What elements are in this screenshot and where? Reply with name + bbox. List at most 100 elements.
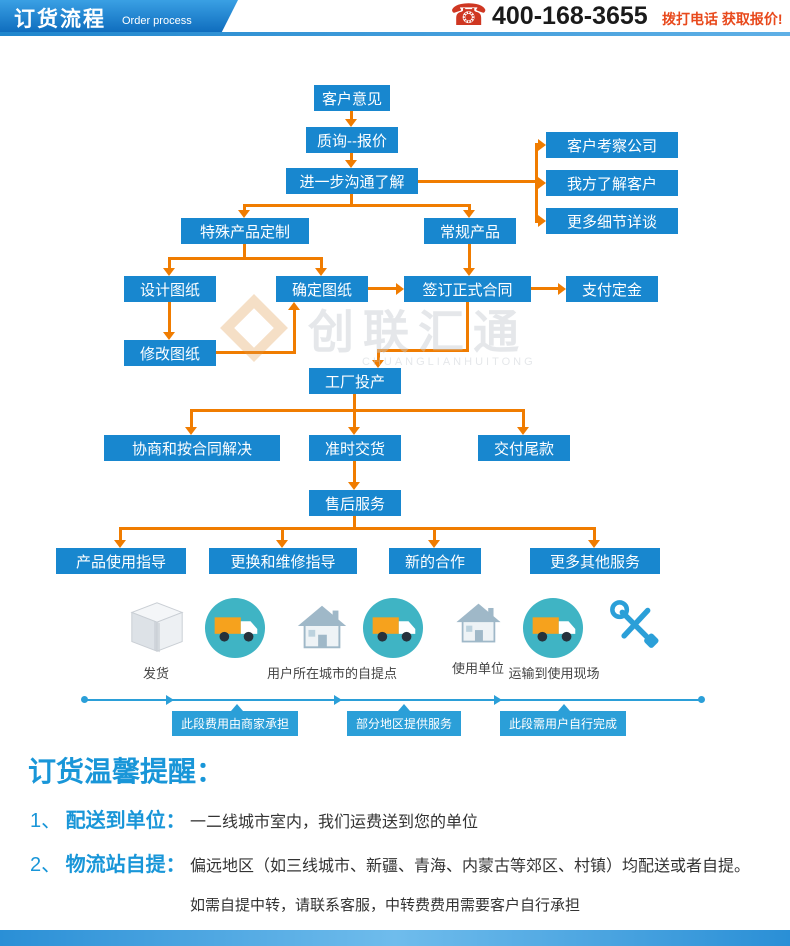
- timeline-arrow-marker: [494, 695, 502, 705]
- connector-arrowhead-down: [517, 427, 529, 435]
- connector-line: [353, 516, 356, 530]
- delivery-truck-icon: [362, 597, 424, 659]
- reminder-item-1: 1、 配送到单位： 一二线城市室内，我们运费送到您的单位: [30, 804, 478, 833]
- connector-line: [243, 204, 471, 207]
- flow-node-further-communication: 进一步沟通了解: [286, 168, 418, 194]
- pickup-house-icon: [297, 605, 347, 649]
- header-title-block: 订货流程 Order process: [0, 0, 238, 33]
- connector-line: [593, 527, 596, 540]
- connector-line: [522, 409, 525, 427]
- connector-arrowhead-down: [276, 540, 288, 548]
- timeline-arrow-marker: [166, 695, 174, 705]
- flow-node-new-cooperation: 新的合作: [389, 548, 481, 574]
- connector-arrowhead-right: [558, 283, 566, 295]
- flow-node-usage-guide: 产品使用指导: [56, 548, 186, 574]
- connector-arrowhead-down: [345, 160, 357, 168]
- connector-line: [119, 527, 122, 540]
- connector-line: [418, 180, 538, 183]
- reminder-title: 订货温馨提醒：: [28, 756, 225, 787]
- segment-label-user: 此段需用户自行完成: [500, 711, 627, 736]
- connector-arrowhead-down: [588, 540, 600, 548]
- connector-line: [320, 257, 323, 268]
- connector-line: [168, 257, 171, 268]
- flow-node-understand-customer: 我方了解客户: [546, 170, 678, 196]
- connector-arrowhead-down: [163, 268, 175, 276]
- flow-node-factory-production: 工厂投产: [309, 368, 401, 394]
- connector-line: [243, 204, 246, 210]
- flow-node-sign-contract: 签订正式合同: [404, 276, 531, 302]
- reminder-item-2-number: 2、: [30, 854, 62, 876]
- connector-line: [350, 153, 353, 161]
- timeline-dot: [698, 696, 705, 703]
- bottom-bar: [0, 930, 790, 946]
- connector-arrowhead-down: [372, 360, 384, 368]
- connector-arrowhead-down: [348, 482, 360, 490]
- flow-node-custom-product: 特殊产品定制: [181, 218, 309, 244]
- connector-arrowhead-right: [538, 215, 546, 227]
- flow-node-ontime-delivery: 准时交货: [309, 435, 401, 461]
- delivery-truck-icon: [204, 597, 266, 659]
- connector-line: [190, 409, 525, 412]
- segment-notch: [231, 704, 243, 711]
- connector-arrowhead-right: [538, 177, 546, 189]
- timeline-dot: [81, 696, 88, 703]
- connector-line: [466, 302, 469, 352]
- step-label-shipping: 发货: [142, 666, 169, 681]
- phone-cta: 拨打电话 获取报价!: [662, 11, 783, 27]
- connector-line: [119, 527, 596, 530]
- flow-node-modify-drawing: 修改图纸: [124, 340, 216, 366]
- step-label-transport: 运输到使用现场: [508, 666, 600, 681]
- connector-line: [433, 527, 436, 540]
- connector-line: [353, 394, 356, 412]
- watermark-subtext: CHUANGLIANHUITONG: [362, 356, 536, 368]
- connector-line: [350, 111, 353, 120]
- connector-line: [216, 351, 296, 354]
- connector-line: [468, 204, 471, 210]
- flow-node-pay-balance: 交付尾款: [478, 435, 570, 461]
- connector-line: [468, 244, 471, 269]
- connector-line: [190, 409, 193, 427]
- flow-node-customer-visit: 客户考察公司: [546, 132, 678, 158]
- flow-node-negotiate-resolve: 协商和按合同解决: [104, 435, 280, 461]
- connector-arrowhead-down: [345, 119, 357, 127]
- page-subtitle: Order process: [122, 15, 192, 27]
- connector-arrowhead-down: [185, 427, 197, 435]
- watermark-text: 创联汇通: [308, 306, 528, 358]
- connector-line: [353, 461, 356, 482]
- delivery-truck-icon: [522, 597, 584, 659]
- flow-node-inquiry-quote: 质询--报价: [306, 127, 398, 153]
- flow-node-design-drawing: 设计图纸: [124, 276, 216, 302]
- connector-arrowhead-down: [463, 268, 475, 276]
- connector-arrowhead-down: [428, 540, 440, 548]
- flow-node-customer-opinion: 客户意见: [314, 85, 390, 111]
- connector-line: [168, 257, 323, 260]
- flow-node-pay-deposit: 支付定金: [566, 276, 658, 302]
- connector-line: [377, 349, 469, 352]
- connector-arrowhead-down: [163, 332, 175, 340]
- reminder-item-2-label: 物流站自提：: [65, 854, 186, 876]
- connector-arrowhead-right: [396, 283, 404, 295]
- connector-arrowhead-down: [238, 210, 250, 218]
- connector-line: [350, 194, 353, 207]
- connector-arrowhead-down: [315, 268, 327, 276]
- phone-number: 400-168-3655: [492, 2, 648, 30]
- tools-icon: [610, 600, 659, 648]
- flow-node-regular-product: 常规产品: [424, 218, 516, 244]
- watermark: 创联汇通 CHUANGLIANHUITONG: [220, 292, 592, 378]
- flow-node-aftersales: 售后服务: [309, 490, 401, 516]
- package-icon: [130, 602, 184, 653]
- flow-node-confirm-drawing: 确定图纸: [276, 276, 368, 302]
- timeline-line: [84, 699, 704, 701]
- header-underline: [0, 32, 790, 36]
- connector-arrowhead-right: [538, 139, 546, 151]
- reminder-item-2-text: 偏远地区（如三线城市、新疆、青海、内蒙古等郊区、村镇）均配送或者自提。: [190, 858, 751, 875]
- step-label-pickup: 用户所在城市的自提点: [266, 666, 397, 681]
- connector-line: [535, 143, 538, 223]
- timeline-arrow-marker: [334, 695, 342, 705]
- connector-line: [531, 287, 558, 290]
- connector-line: [168, 302, 171, 332]
- segment-label-merchant: 此段费用由商家承担: [172, 711, 299, 736]
- connector-arrowhead-up: [288, 302, 300, 310]
- user-unit-house-icon: [456, 603, 501, 643]
